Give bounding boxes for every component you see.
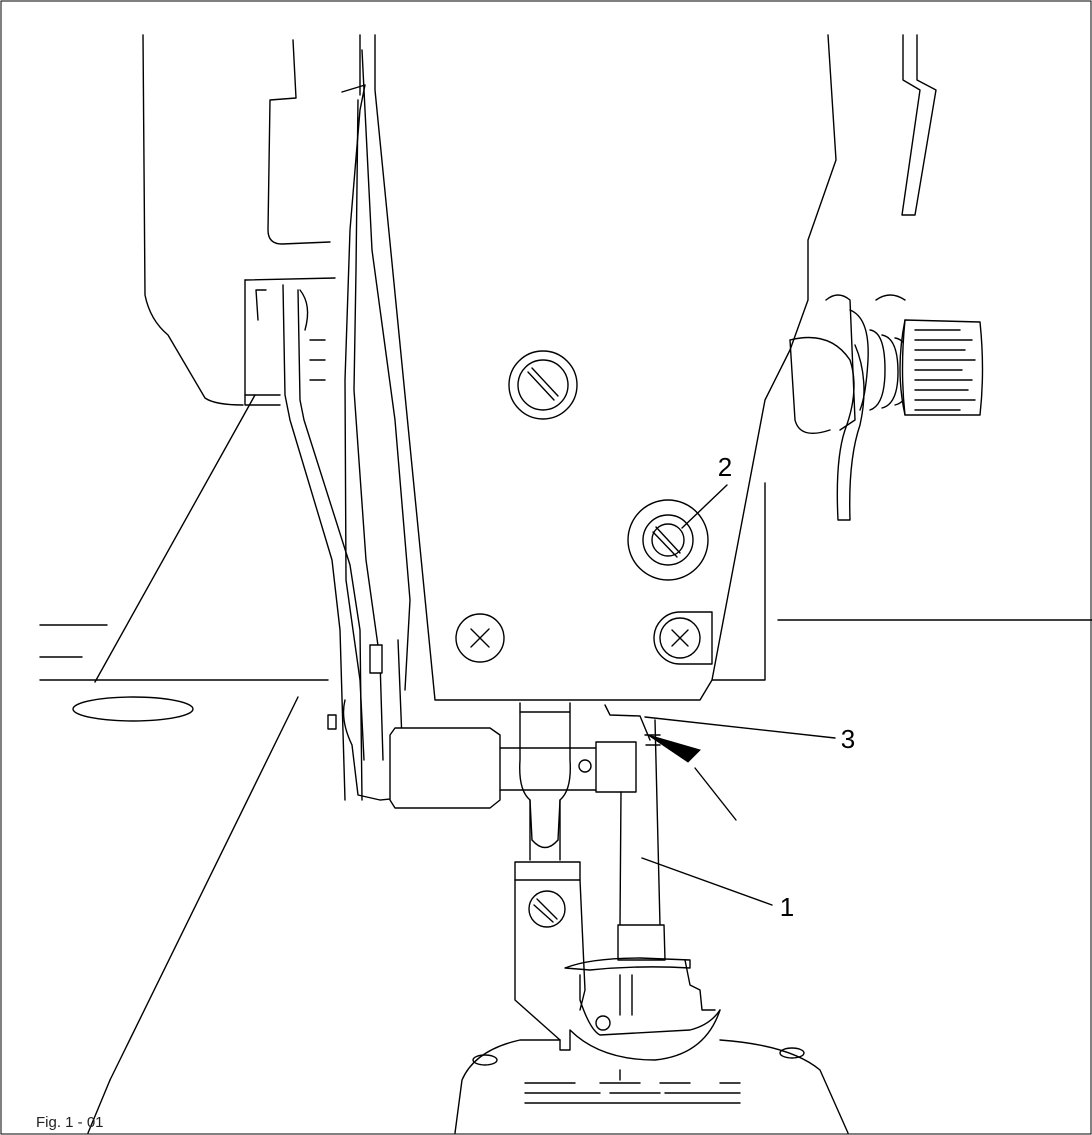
figure-caption: Fig. 1 - 01 — [36, 1114, 104, 1131]
thread-tension-assembly — [789, 294, 984, 521]
presser-bar-assembly — [514, 702, 586, 1041]
cross-screw-left — [455, 613, 505, 663]
machine-arm-left — [142, 34, 336, 406]
needle-plate — [454, 1039, 849, 1134]
arrow-indicator — [647, 734, 701, 763]
needle-bar-1 — [617, 719, 666, 961]
leader-lines — [641, 484, 836, 906]
cross-screw-right — [653, 611, 713, 665]
callout-1: 1 — [780, 892, 794, 922]
machine-head-face-plate — [359, 34, 937, 701]
face-plate-screw-top — [508, 350, 578, 420]
presser-foot — [559, 957, 721, 1061]
thread-lever-linkage — [255, 49, 411, 801]
needle-bar-clamp — [389, 704, 651, 809]
callout-3: 3 — [841, 724, 855, 754]
machine-bed-lines — [39, 394, 1092, 1134]
callout-2: 2 — [718, 452, 732, 482]
guide-line-right — [711, 482, 766, 681]
screw-2 — [627, 499, 709, 581]
